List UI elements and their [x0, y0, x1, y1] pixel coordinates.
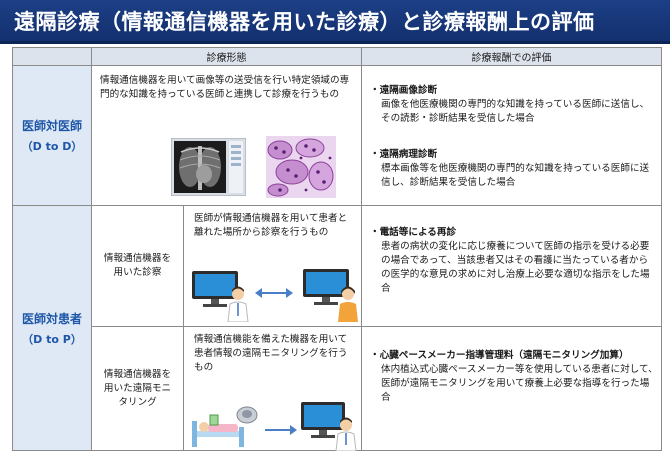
doctor-icon	[226, 286, 250, 323]
row-label-d-to-p: 医師対患者 （D to P）	[12, 205, 92, 451]
row-label-d-to-d: 医師対医師 （D to D）	[12, 65, 92, 206]
sub-label-monitoring: 情報通信機器を用いた遠隔モニタリング	[91, 326, 184, 451]
monitor-icon-patient-side	[302, 268, 350, 306]
consultation-description: 医師が情報通信機器を用いて患者と離れた場所から診察を行うもの	[194, 213, 348, 238]
pathology-slide-image	[266, 136, 336, 198]
d-to-p-label: 医師対患者	[21, 311, 82, 326]
pacemaker-management-title: ・心臓ペースメーカー指導管理料（遠隔モニタリング加算）	[370, 350, 629, 361]
d-to-d-label: 医師対医師	[21, 119, 82, 133]
monitoring-device-icon	[236, 405, 258, 425]
monitoring-form-cell: 情報通信機能を備えた機器を用いて患者情報の遠隔モニタリングを行うもの	[183, 326, 362, 452]
d-to-d-sublabel: （D to D）	[21, 140, 83, 153]
pacemaker-management-body: 体内植込式心臓ペースメーカー等を使用している患者に対して、医師が遠隔モニタリング…	[381, 364, 658, 403]
page-title: 遠隔診療（情報通信機器を用いた診療）と診療報酬上の評価	[0, 0, 670, 44]
remote-pathology-diagnosis-title: ・遠隔病理診断	[370, 149, 438, 160]
remote-image-diagnosis-body: 画像を他医療機関の専門的な知識を持っている医師に送信し、その読影・診断結果を受信…	[381, 99, 650, 124]
d-to-d-evaluation-cell: ・遠隔画像診断 画像を他医療機関の専門的な知識を持っている医師に送信し、その読影…	[361, 65, 662, 206]
header-corner	[12, 47, 92, 66]
phone-revisit-title: ・電話等による再診	[370, 227, 457, 238]
arrow-right-icon	[264, 421, 298, 435]
d-to-p-sublabel: （D to P）	[22, 332, 82, 346]
consultation-form-cell: 医師が情報通信機器を用いて患者と離れた場所から診察を行うもの	[183, 205, 362, 327]
monitoring-label: 情報通信機器を用いた遠隔モニタリング	[103, 368, 172, 408]
telemedicine-table: 診療形態 診療報酬での評価 医師対医師 （D to D） 情報通信機器を用いて画…	[12, 47, 662, 452]
patient-in-bed-icon	[190, 413, 246, 449]
double-arrow-icon	[254, 284, 294, 298]
d-to-d-description: 情報通信機器を用いて画像等の送受信を行い特定領域の専門的な知識を持っている医師と…	[100, 75, 350, 100]
monitoring-description: 情報通信機能を備えた機器を用いて患者情報の遠隔モニタリングを行うもの	[194, 334, 348, 373]
monitor-icon-doctor-side	[300, 401, 346, 439]
consultation-label: 情報通信機器を用いた診察	[103, 253, 172, 278]
monitoring-evaluation-cell: ・心臓ペースメーカー指導管理料（遠隔モニタリング加算） 体内植込式心臓ペースメー…	[361, 326, 662, 451]
doctor-icon-monitoring	[334, 417, 358, 452]
monitor-icon	[191, 270, 239, 308]
chest-xray-image	[170, 137, 247, 197]
consultation-evaluation-cell: ・電話等による再診 患者の病状の変化に応じ療養について医師の指示を受ける必要の場…	[361, 205, 662, 327]
header-evaluation: 診療報酬での評価	[361, 47, 662, 66]
sub-label-consultation: 情報通信機器を用いた診察	[91, 205, 184, 327]
remote-pathology-diagnosis-body: 標本画像等を他医療機関の専門的な知識を持っている医師に送信し、診断結果を受信した…	[381, 163, 650, 188]
d-to-d-form-cell: 情報通信機器を用いて画像等の送受信を行い特定領域の専門的な知識を持っている医師と…	[91, 65, 362, 206]
remote-image-diagnosis-title: ・遠隔画像診断	[370, 85, 438, 96]
phone-revisit-body: 患者の病状の変化に応じ療養について医師の指示を受ける必要の場合であって、当該患者…	[381, 241, 650, 294]
patient-icon	[336, 286, 360, 322]
header-form: 診療形態	[91, 47, 362, 66]
